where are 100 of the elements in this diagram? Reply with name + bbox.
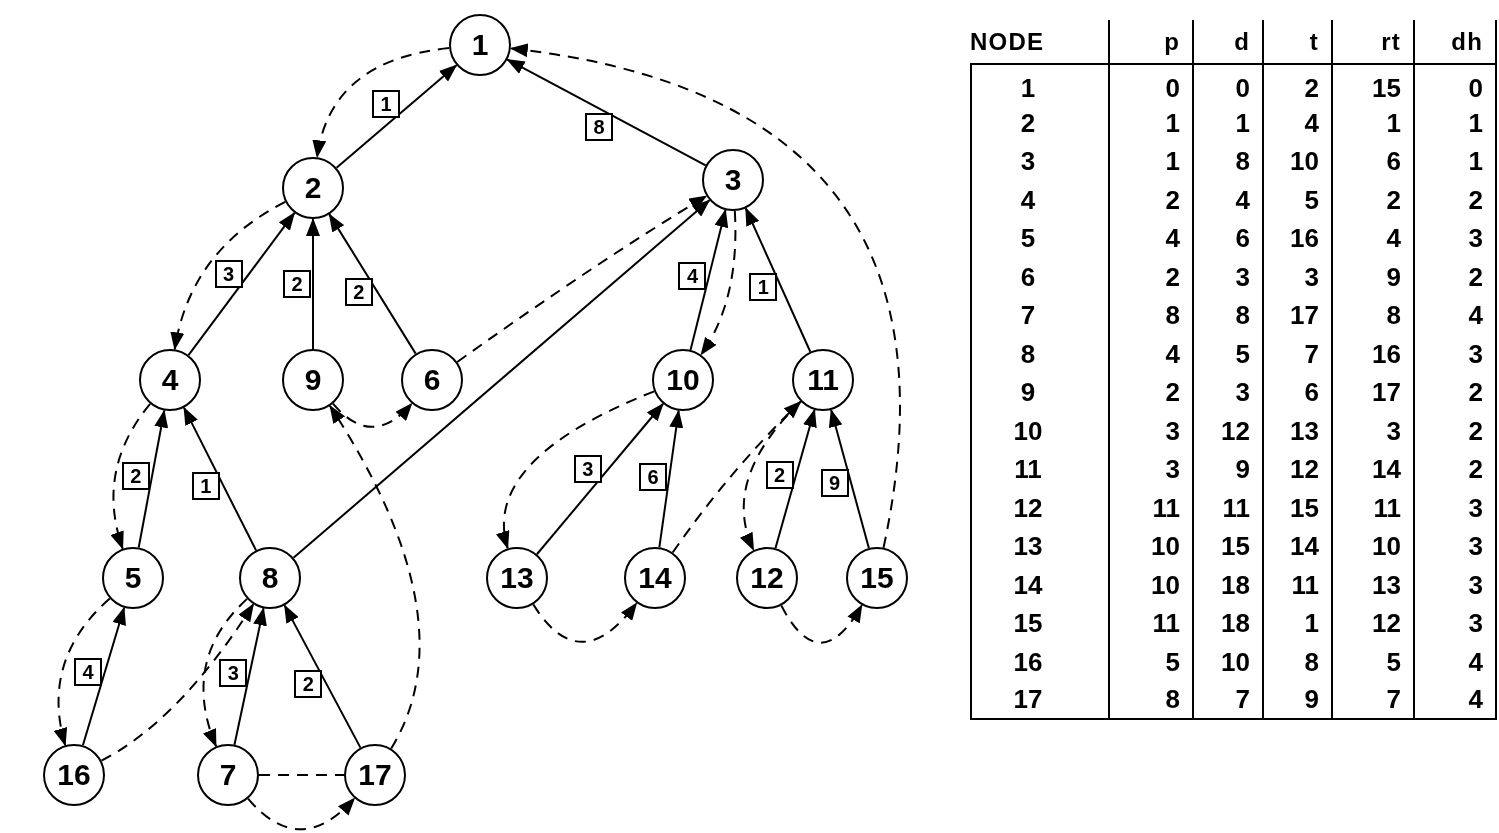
table-value: 3 <box>1108 411 1192 450</box>
edge-label: 1 <box>191 472 220 501</box>
table-value: 5 <box>1108 642 1192 681</box>
table-value: 15 <box>1262 488 1331 527</box>
edge-label: 6 <box>639 462 668 491</box>
column-header: dh <box>1413 20 1497 65</box>
table-value: 17 <box>1331 373 1413 412</box>
table-value: 2 <box>1108 180 1192 219</box>
arrow <box>137 409 169 549</box>
table-value: 6 <box>1331 142 1413 181</box>
table-value: 1 <box>970 65 1108 104</box>
table-value: 2 <box>1413 450 1497 489</box>
column-header: NODE <box>970 20 1108 65</box>
table-value: 10 <box>1108 527 1192 566</box>
table-value: 9 <box>970 373 1108 412</box>
table-value: 1 <box>1331 103 1413 142</box>
table-value: 3 <box>1413 488 1497 527</box>
arrow <box>506 58 707 167</box>
table-value: 10 <box>970 411 1108 450</box>
table-value: 4 <box>1413 681 1497 720</box>
table-value: 5 <box>1192 334 1262 373</box>
table-value: 8 <box>1108 296 1192 335</box>
table-value: 1 <box>1413 103 1497 142</box>
table-value: 3 <box>1413 565 1497 604</box>
column-header: d <box>1192 20 1262 65</box>
dashed-arrow <box>100 603 255 762</box>
dashed-arrow <box>332 402 413 428</box>
column-header: t <box>1262 20 1331 65</box>
dashed-arrow <box>247 797 356 831</box>
table-value: 2 <box>1413 373 1497 412</box>
table-value: 13 <box>970 527 1108 566</box>
edge-label: 2 <box>765 460 794 489</box>
table-value: 16 <box>1331 334 1413 373</box>
table-value: 3 <box>1413 604 1497 643</box>
table-value: 3 <box>1413 219 1497 258</box>
table-value: 7 <box>1192 681 1262 720</box>
arrow <box>328 213 417 355</box>
table-value: 8 <box>970 334 1108 373</box>
table-value: 1 <box>1192 103 1262 142</box>
table-value: 4 <box>1108 334 1192 373</box>
table-value: 12 <box>1262 450 1331 489</box>
table-value: 3 <box>1413 527 1497 566</box>
table-value: 2 <box>1413 411 1497 450</box>
table-value: 10 <box>1262 142 1331 181</box>
arrow <box>233 607 267 746</box>
table-value: 12 <box>970 488 1108 527</box>
arrow <box>292 199 711 559</box>
table-value: 13 <box>1331 565 1413 604</box>
arrow <box>306 218 320 350</box>
table-value: 16 <box>1262 219 1331 258</box>
table-value: 4 <box>1192 180 1262 219</box>
table-value: 3 <box>970 142 1108 181</box>
table-value: 10 <box>1192 642 1262 681</box>
table-value: 15 <box>1331 65 1413 104</box>
table-value: 2 <box>1331 180 1413 219</box>
table-value: 11 <box>1331 488 1413 527</box>
edge-label: 1 <box>749 272 778 301</box>
table-value: 9 <box>1262 681 1331 720</box>
arrow <box>689 209 729 351</box>
table-value: 14 <box>970 565 1108 604</box>
table-value: 4 <box>1262 103 1331 142</box>
table-value: 15 <box>970 604 1108 643</box>
edge-label: 3 <box>219 659 248 688</box>
table-value: 8 <box>1331 296 1413 335</box>
table-value: 9 <box>1331 257 1413 296</box>
table-value: 4 <box>1413 642 1497 681</box>
arrow <box>335 64 458 169</box>
table-value: 4 <box>970 180 1108 219</box>
edge-label: 3 <box>573 454 602 483</box>
table-value: 5 <box>1331 642 1413 681</box>
arrow <box>535 402 665 556</box>
table-value: 7 <box>1262 334 1331 373</box>
table-value: 7 <box>970 296 1108 335</box>
table-value: 5 <box>1262 180 1331 219</box>
table-value: 3 <box>1108 450 1192 489</box>
edge-label: 4 <box>678 262 707 291</box>
table-value: 17 <box>1262 296 1331 335</box>
table-value: 2 <box>1413 257 1497 296</box>
dashed-arrow <box>313 47 451 159</box>
table-value: 12 <box>1192 411 1262 450</box>
dashed-arrow <box>111 402 152 550</box>
table-value: 2 <box>1108 257 1192 296</box>
table-value: 2 <box>1262 65 1331 104</box>
table-value: 1 <box>1262 604 1331 643</box>
edge-label: 2 <box>283 270 311 298</box>
table-value: 0 <box>1413 65 1497 104</box>
column-header: p <box>1108 20 1192 65</box>
table-value: 6 <box>1192 219 1262 258</box>
dashed-arrow <box>671 400 802 554</box>
table-value: 4 <box>1108 219 1192 258</box>
table-value: 4 <box>1413 296 1497 335</box>
table-value: 17 <box>970 681 1108 720</box>
table-value: 16 <box>970 642 1108 681</box>
table-value: 3 <box>1262 257 1331 296</box>
table-value: 5 <box>970 219 1108 258</box>
table-value: 8 <box>1108 681 1192 720</box>
dashed-arrow <box>171 200 287 351</box>
table-value: 10 <box>1108 565 1192 604</box>
table-value: 4 <box>1331 219 1413 258</box>
dashed-arrow <box>532 602 638 643</box>
